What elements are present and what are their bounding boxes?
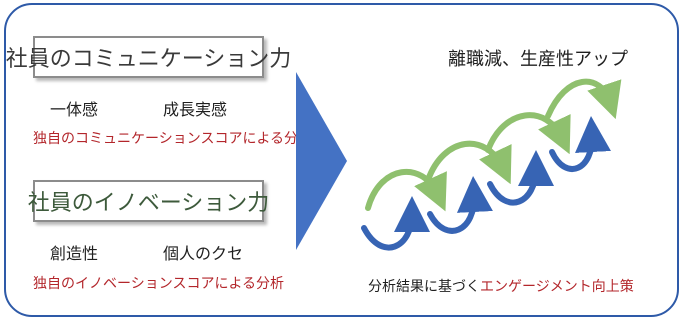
basis-accent: エンゲージメント向上策 (480, 279, 634, 295)
engagement-basis: 分析結果に基づくエンゲージメント向上策 (368, 276, 634, 296)
innovation-heading: 社員のイノベーション力 (27, 191, 270, 216)
item-unity: 一体感 (50, 100, 99, 119)
wave-blue-arcs (361, 116, 611, 251)
innovation-heading-box: 社員のイノベーション力 (28, 180, 269, 222)
communication-heading-box: 社員のコミュニケーション力 (6, 36, 291, 78)
item-growth: 成長実感 (163, 100, 228, 119)
item-creativity: 創造性 (50, 244, 99, 263)
wave-green-arcs (365, 78, 622, 212)
item-habits: 個人のクセ (163, 244, 244, 263)
result-title: 離職減、生産性アップ (448, 49, 628, 70)
communication-analysis: 独自のコミュニケーションスコアによる分析 (33, 131, 313, 147)
innovation-analysis: 独自のイノベーションスコアによる分析 (33, 276, 285, 292)
chevron-arrow-icon (296, 72, 347, 250)
outer-frame (4, 3, 679, 317)
communication-heading: 社員のコミュニケーション力 (5, 47, 292, 72)
basis-prefix: 分析結果に基づく (368, 279, 480, 295)
